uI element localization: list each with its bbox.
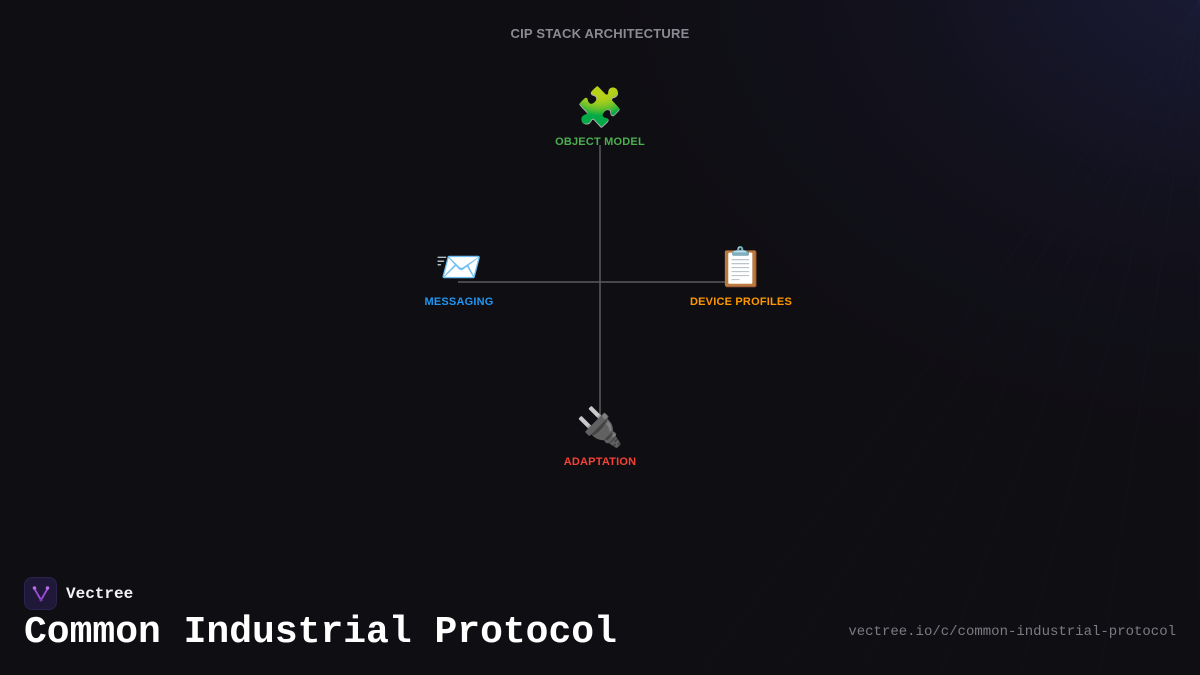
- node-messaging: 📨 MESSAGING: [359, 246, 559, 308]
- incoming-envelope-icon: 📨: [435, 247, 483, 289]
- puzzle-piece-icon: 🧩: [576, 87, 624, 129]
- electric-plug-icon: 🔌: [576, 407, 624, 449]
- node-adaptation: 🔌 ADAPTATION: [500, 406, 700, 468]
- node-label: OBJECT MODEL: [555, 136, 645, 148]
- node-object-model: 🧩 OBJECT MODEL: [500, 86, 700, 148]
- brand: Vectree: [24, 577, 133, 610]
- diagram-title: CIP STACK ARCHITECTURE: [510, 26, 690, 41]
- vectree-logo-icon: [24, 577, 57, 610]
- page-title: Common Industrial Protocol: [24, 611, 617, 654]
- node-label: ADAPTATION: [563, 456, 637, 468]
- node-label: DEVICE PROFILES: [689, 296, 793, 308]
- node-label: MESSAGING: [424, 296, 494, 308]
- clipboard-icon: 📋: [717, 247, 765, 289]
- brand-name: Vectree: [66, 584, 134, 603]
- page-url: vectree.io/c/common-industrial-protocol: [848, 624, 1176, 640]
- node-device-profiles: 📋 DEVICE PROFILES: [641, 246, 841, 308]
